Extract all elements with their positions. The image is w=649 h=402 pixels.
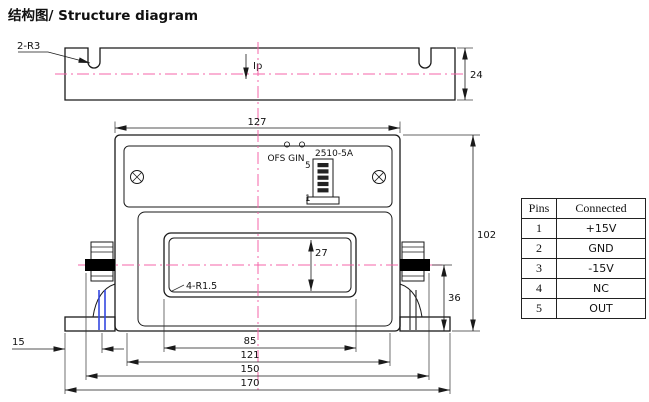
- foot-left: [64, 283, 116, 332]
- dim-150: 150: [85, 273, 430, 380]
- pin-connection: NC: [556, 278, 646, 299]
- table-row: 2 GND: [521, 238, 646, 259]
- dim-15-label: 15: [12, 337, 25, 348]
- dim-24-label: 24: [470, 70, 483, 81]
- table-row: 1 +15V: [521, 218, 646, 239]
- foot-gusset: [399, 283, 423, 318]
- pin-connection: GND: [556, 238, 646, 259]
- pin-number: 1: [521, 218, 557, 239]
- terminal-right: [400, 241, 430, 282]
- foot-right: [399, 283, 451, 332]
- connector-pin: [317, 188, 329, 193]
- pin-number: 4: [521, 278, 557, 299]
- top-view: Ip 2-R3 24: [17, 41, 483, 101]
- pins-header: Pins: [521, 198, 557, 219]
- table-row: 5 OUT: [521, 298, 646, 319]
- pin-table: Pins Connected 1 +15V 2 GND 3 -15V 4 NC …: [521, 198, 646, 319]
- foot-base: [399, 316, 451, 332]
- window-corner-label: 4-R1.5: [186, 281, 217, 292]
- pin-number: 3: [521, 258, 557, 279]
- corner-radius-label: 2-R3: [17, 41, 40, 52]
- screw-cross: [374, 172, 384, 182]
- dim-150-label: 150: [240, 364, 259, 375]
- trimmer-hole-gin: [298, 141, 305, 148]
- pin-1-label: 1: [305, 194, 310, 204]
- screw-cross: [132, 172, 142, 182]
- table-header-row: Pins Connected: [521, 198, 646, 219]
- screw-circle: [372, 170, 386, 184]
- front-view: OFS GIN 2510-5A 5 1: [64, 42, 451, 394]
- connector-pin: [317, 181, 329, 187]
- page-title: 结构图/ Structure diagram: [8, 8, 199, 24]
- table-row: 4 NC: [521, 278, 646, 299]
- dim-85: 85: [163, 299, 357, 352]
- pin-connection: +15V: [556, 218, 646, 239]
- dim-121-label: 121: [240, 350, 259, 361]
- dim-27-label: 27: [315, 248, 328, 259]
- trimmer-hole-ofs: [283, 141, 290, 148]
- pin-connection: -15V: [556, 258, 646, 279]
- dim-36-label: 36: [448, 293, 461, 304]
- dim-85-label: 85: [244, 336, 257, 347]
- table-row: 3 -15V: [521, 258, 646, 279]
- foot-base: [64, 316, 116, 332]
- pin-5-label: 5: [305, 161, 310, 171]
- screw-left: [130, 170, 144, 184]
- foot-gusset: [92, 283, 116, 318]
- window-corner-callout: 4-R1.5: [171, 281, 217, 292]
- connector-pin: [317, 175, 329, 180]
- screw-circle: [130, 170, 144, 184]
- connector-base: [306, 196, 340, 205]
- dim-170-label: 170: [240, 378, 259, 389]
- pin-number: 5: [521, 298, 557, 319]
- connector-pin: [317, 163, 329, 168]
- screw-right: [372, 170, 386, 184]
- dim-127-label: 127: [247, 117, 266, 128]
- busbar-left: [85, 259, 115, 271]
- dim-27: 27: [308, 240, 328, 291]
- lower-face: [137, 211, 393, 327]
- dim-15: 15: [12, 333, 124, 353]
- corner-radius-leader: [18, 51, 91, 64]
- dim-102-label: 102: [477, 230, 496, 241]
- pin-number: 2: [521, 238, 557, 259]
- connector: 5 1: [305, 158, 340, 205]
- leader-line: [171, 284, 185, 292]
- busbar-right: [400, 259, 430, 271]
- dimensions: 127 102 36 15: [12, 117, 496, 394]
- dim-121: 121: [126, 333, 391, 366]
- top-plate-outline: [64, 47, 456, 101]
- connector-pin: [317, 169, 329, 174]
- pin-connection: OUT: [556, 298, 646, 319]
- terminal-left: [85, 241, 115, 282]
- dim-170: 170: [64, 333, 451, 394]
- connected-header: Connected: [556, 198, 646, 219]
- connector-type-label: 2510-5A: [315, 149, 354, 159]
- dim-24: 24: [457, 47, 483, 101]
- dim-102: 102: [403, 134, 496, 332]
- silk-label: OFS GIN: [267, 154, 304, 164]
- window-outer: [163, 232, 357, 298]
- dim-36: 36: [432, 264, 461, 331]
- pin-connection-table: Pins Connected 1 +15V 2 GND 3 -15V 4 NC …: [521, 198, 646, 319]
- dim-127: 127: [114, 117, 401, 133]
